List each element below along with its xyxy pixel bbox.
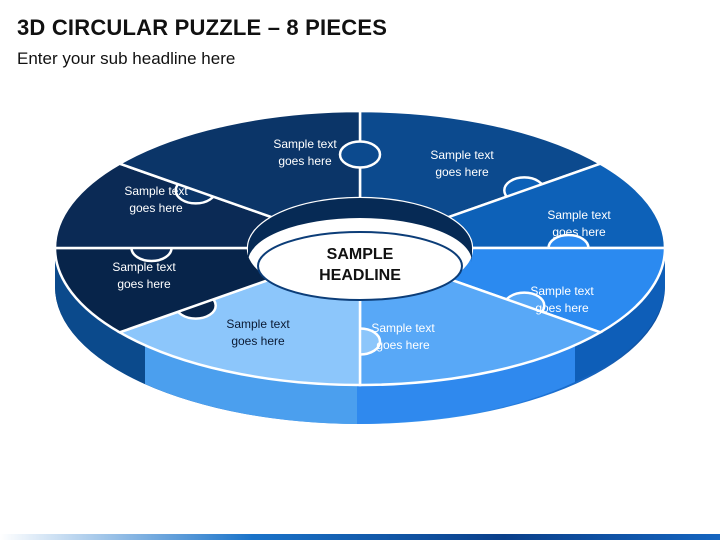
center-ellipse — [257, 231, 463, 301]
piece-3-line1: Sample text — [547, 208, 611, 222]
piece-1-line1: Sample text — [273, 137, 337, 151]
ring-side-left — [55, 248, 145, 384]
piece-2-line1: Sample text — [430, 148, 494, 162]
center-headline-line1: SAMPLE — [326, 246, 394, 263]
piece-7-line2: goes here — [117, 277, 171, 291]
piece-label-8: Sample text goes here — [101, 183, 211, 217]
piece-5-line1: Sample text — [371, 321, 435, 335]
piece-label-4: Sample text goes here — [507, 283, 617, 317]
piece-label-7: Sample text goes here — [89, 259, 199, 293]
center-headline: SAMPLE HEADLINE — [300, 244, 420, 286]
page-title: 3D CIRCULAR PUZZLE – 8 PIECES — [17, 15, 388, 40]
piece-4-line1: Sample text — [530, 284, 594, 298]
page-subtitle: Enter your sub headline here — [17, 49, 236, 68]
piece-5-line2: goes here — [376, 338, 430, 352]
piece-3-line2: goes here — [552, 225, 606, 239]
center-headline-line2: HEADLINE — [319, 267, 401, 284]
puzzle-pieces — [53, 109, 667, 387]
ring-side-right — [575, 248, 665, 382]
piece-8-line2: goes here — [129, 201, 183, 215]
piece-6-line1: Sample text — [226, 317, 290, 331]
piece-label-3: Sample text goes here — [524, 207, 634, 241]
piece-2-line2: goes here — [435, 165, 489, 179]
piece-4-line2: goes here — [535, 301, 589, 315]
footer-accent-bar — [0, 534, 720, 540]
piece-1-line2: goes here — [278, 154, 332, 168]
inner-hole-wall — [248, 198, 472, 262]
puzzle-piece-4 — [445, 246, 667, 334]
puzzle-knob-8 — [338, 140, 382, 169]
piece-label-6: Sample text goes here — [203, 316, 313, 350]
piece-6-line2: goes here — [231, 334, 285, 348]
piece-7-line1: Sample text — [112, 260, 176, 274]
piece-label-5: Sample text goes here — [348, 320, 458, 354]
piece-8-line1: Sample text — [124, 184, 188, 198]
piece-label-2: Sample text goes here — [407, 147, 517, 181]
piece-label-1: Sample text goes here — [250, 136, 360, 170]
